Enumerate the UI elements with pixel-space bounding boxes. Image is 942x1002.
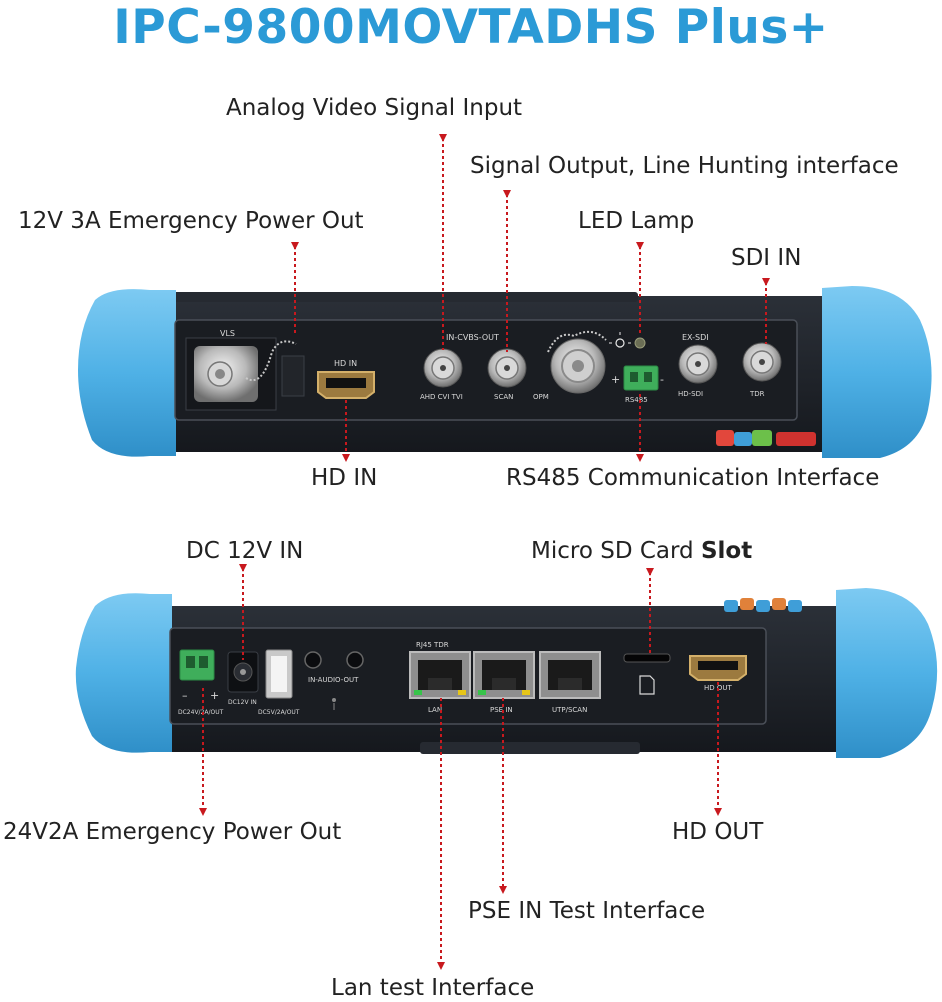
pse-in-port[interactable] — [473, 651, 535, 699]
label-signal-output: Signal Output, Line Hunting interface — [470, 153, 899, 179]
rs485-terminal[interactable] — [623, 365, 659, 391]
opm-label: OPM — [533, 393, 549, 401]
rj45-tdr-label: RJ45 TDR — [416, 641, 449, 649]
bnc-signal-output[interactable] — [487, 348, 527, 388]
opm-connector[interactable] — [547, 330, 607, 394]
top-device: VLS HD IN IN-CVBS-OUT AHD CVI TVI — [78, 286, 932, 458]
bnc-analog-input[interactable] — [423, 348, 463, 388]
utp-scan-panel-label: UTP/SCAN — [552, 706, 587, 714]
label-microsd-bold: Slot — [700, 538, 753, 564]
audio-in-jack[interactable] — [304, 651, 322, 669]
sd-card-icon — [639, 675, 655, 695]
label-sdi-in: SDI IN — [731, 245, 802, 271]
label-microsd: Micro SD Card Slot — [531, 537, 752, 565]
label-led-lamp: LED Lamp — [578, 208, 695, 234]
ex-sdi-label: EX-SDI — [682, 333, 709, 342]
led-lamp — [634, 337, 646, 349]
label-analog-video: Analog Video Signal Input — [226, 95, 523, 121]
right-bumper-top — [822, 286, 932, 458]
bnc-sdi-in[interactable] — [742, 342, 782, 382]
label-emergency-24v: 24V2A Emergency Power Out — [3, 819, 342, 845]
bottom-device: – + DC24V/2A/OUT DC12V IN DC5V/2A/OUT IN… — [75, 588, 938, 758]
label-hd-out: HD OUT — [672, 819, 764, 845]
dc24v-terminal[interactable] — [179, 649, 215, 681]
label-lan-test: Lan test Interface — [331, 975, 535, 1001]
label-emergency-12v: 12V 3A Emergency Power Out — [18, 208, 364, 234]
dc5v-panel-label: DC5V/2A/OUT — [258, 709, 300, 716]
label-rs485: RS485 Communication Interface — [506, 465, 880, 491]
vls-label: VLS — [220, 329, 235, 338]
scan-label: SCAN — [494, 393, 513, 401]
lan-panel-label: LAN — [428, 706, 442, 714]
audio-panel-label: IN-AUDIO-OUT — [308, 676, 359, 684]
led-lamp-icon — [609, 332, 631, 348]
rs485-minus: - — [660, 373, 664, 386]
label-pse-in: PSE IN Test Interface — [468, 898, 706, 924]
in-cvbs-out-label: IN-CVBS-OUT — [446, 333, 499, 342]
utp-scan-port[interactable] — [539, 651, 601, 699]
microphone-icon — [332, 698, 336, 702]
left-bumper-top — [78, 289, 176, 457]
dc24v-minus: – — [182, 689, 188, 702]
lan-port[interactable] — [409, 651, 471, 699]
rs485-panel-label: RS485 — [625, 396, 648, 404]
dc24v-panel-label: DC24V/2A/OUT — [178, 709, 224, 716]
pse-in-panel-label: PSE IN — [490, 706, 513, 714]
audio-out-jack[interactable] — [346, 651, 364, 669]
right-bumper-bottom — [836, 588, 938, 758]
ahd-cvi-tvi-label: AHD CVI TVI — [420, 393, 463, 401]
microsd-slot[interactable] — [623, 653, 671, 663]
hd-sdi-label: HD-SDI — [678, 390, 703, 398]
hd-in-panel-label: HD IN — [334, 359, 357, 368]
label-dc12v: DC 12V IN — [186, 538, 304, 564]
bnc-sdi-out[interactable] — [678, 344, 718, 384]
label-microsd-prefix: Micro SD Card — [531, 538, 701, 564]
tdr-label: TDR — [749, 390, 765, 398]
dc24v-plus: + — [210, 689, 219, 702]
left-bumper-bottom — [75, 593, 172, 753]
rs485-plus: + — [611, 373, 620, 386]
page-title: IPC-9800MOVTADHS Plus+ — [113, 0, 829, 55]
dc12v-panel-label: DC12V IN — [228, 699, 257, 706]
label-hd-in: HD IN — [311, 465, 378, 491]
